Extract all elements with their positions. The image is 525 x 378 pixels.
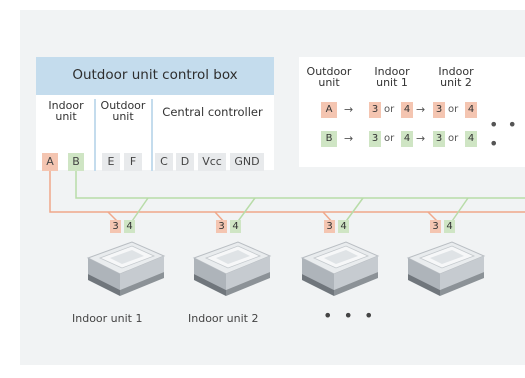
legend-or: or — [384, 133, 395, 144]
indoor-unit-1-label: Indoor unit 1 — [72, 312, 143, 325]
legend-opt-3: 3 — [369, 102, 381, 118]
terminal-e: E — [102, 153, 120, 171]
control-box-terminals: Indoor unit A B Outdoor unit E F Central… — [36, 95, 274, 171]
group-divider — [94, 99, 96, 171]
legend-ellipsis: • • • — [489, 115, 519, 153]
legend-opt-4: 4 — [401, 102, 413, 118]
terminal-b: B — [68, 153, 84, 171]
wiring-legend: Outdoor unit Indoor unit 1 Indoor unit 2… — [299, 57, 525, 167]
group-divider — [151, 99, 153, 171]
legend-src-a: A — [321, 102, 337, 118]
terminal-gnd: GND — [230, 153, 264, 171]
terminal-vcc: Vcc — [198, 153, 226, 171]
indoor-unit-3-image — [292, 236, 382, 302]
indoor-unit-1-image — [78, 236, 168, 302]
unit3-terminal-3: 3 — [324, 220, 335, 233]
drop-b-unit1 — [129, 197, 149, 225]
legend-header-indoor1-line1: Indoor — [374, 65, 410, 78]
control-box-title: Outdoor unit control box — [72, 67, 238, 83]
unit3-terminal-4: 4 — [338, 220, 349, 233]
legend-header-outdoor-line1: Outdoor — [306, 65, 352, 78]
indoor-unit-4-image — [398, 236, 488, 302]
group-label-line2: unit — [112, 110, 134, 123]
unit2-terminal-3: 3 — [216, 220, 227, 233]
drop-b-unit2 — [235, 197, 256, 225]
more-units-ellipsis: • • • — [323, 306, 377, 325]
cassette-unit-icon — [86, 241, 166, 296]
terminal-d: D — [176, 153, 194, 171]
legend-or: or — [448, 104, 459, 115]
legend-arrow: → — [344, 103, 354, 116]
legend-or: or — [448, 133, 459, 144]
unit2-terminal-4: 4 — [230, 220, 241, 233]
wire-a — [49, 170, 525, 213]
cassette-unit-icon — [406, 241, 486, 296]
legend-opt-3: 3 — [369, 131, 381, 147]
terminal-c: C — [155, 153, 173, 171]
legend-row-a: A → 3 or 4 → 3 or 4 — [299, 102, 525, 118]
legend-header-indoor2-line2: unit 2 — [440, 76, 472, 89]
group-label-line1: Indoor — [48, 99, 84, 112]
drop-b-unit4 — [449, 197, 469, 225]
drop-b-unit3 — [343, 197, 364, 225]
legend-arrow: → — [344, 132, 354, 145]
legend-header-outdoor-line2: unit — [318, 76, 340, 89]
unit1-terminal-3: 3 — [110, 220, 121, 233]
wire-b — [75, 170, 525, 199]
legend-arrow: → — [416, 132, 426, 145]
legend-arrow: → — [416, 103, 426, 116]
legend-opt-3: 3 — [433, 102, 445, 118]
group-label-line2: unit — [55, 110, 77, 123]
legend-opt-4: 4 — [465, 131, 477, 147]
terminal-f: F — [124, 153, 142, 171]
cassette-unit-icon — [300, 241, 380, 296]
terminal-a: A — [42, 153, 58, 171]
indoor-unit-2-image — [184, 236, 274, 302]
legend-row-b: B → 3 or 4 → 3 or 4 — [299, 131, 525, 147]
legend-or: or — [384, 104, 395, 115]
unit4-terminal-4: 4 — [444, 220, 455, 233]
group-label-line1: Central controller — [162, 105, 263, 119]
group-label-line1: Outdoor — [100, 99, 146, 112]
indoor-unit-2-label: Indoor unit 2 — [188, 312, 259, 325]
legend-opt-4: 4 — [401, 131, 413, 147]
legend-header-indoor2-line1: Indoor — [438, 65, 474, 78]
unit4-terminal-3: 3 — [430, 220, 441, 233]
unit1-terminal-4: 4 — [124, 220, 135, 233]
legend-src-b: B — [321, 131, 337, 147]
cassette-unit-icon — [192, 241, 272, 296]
legend-header-indoor1-line2: unit 1 — [376, 76, 408, 89]
legend-opt-4: 4 — [465, 102, 477, 118]
outdoor-unit-control-box: Outdoor unit control box Indoor unit A B… — [36, 57, 274, 171]
legend-opt-3: 3 — [433, 131, 445, 147]
